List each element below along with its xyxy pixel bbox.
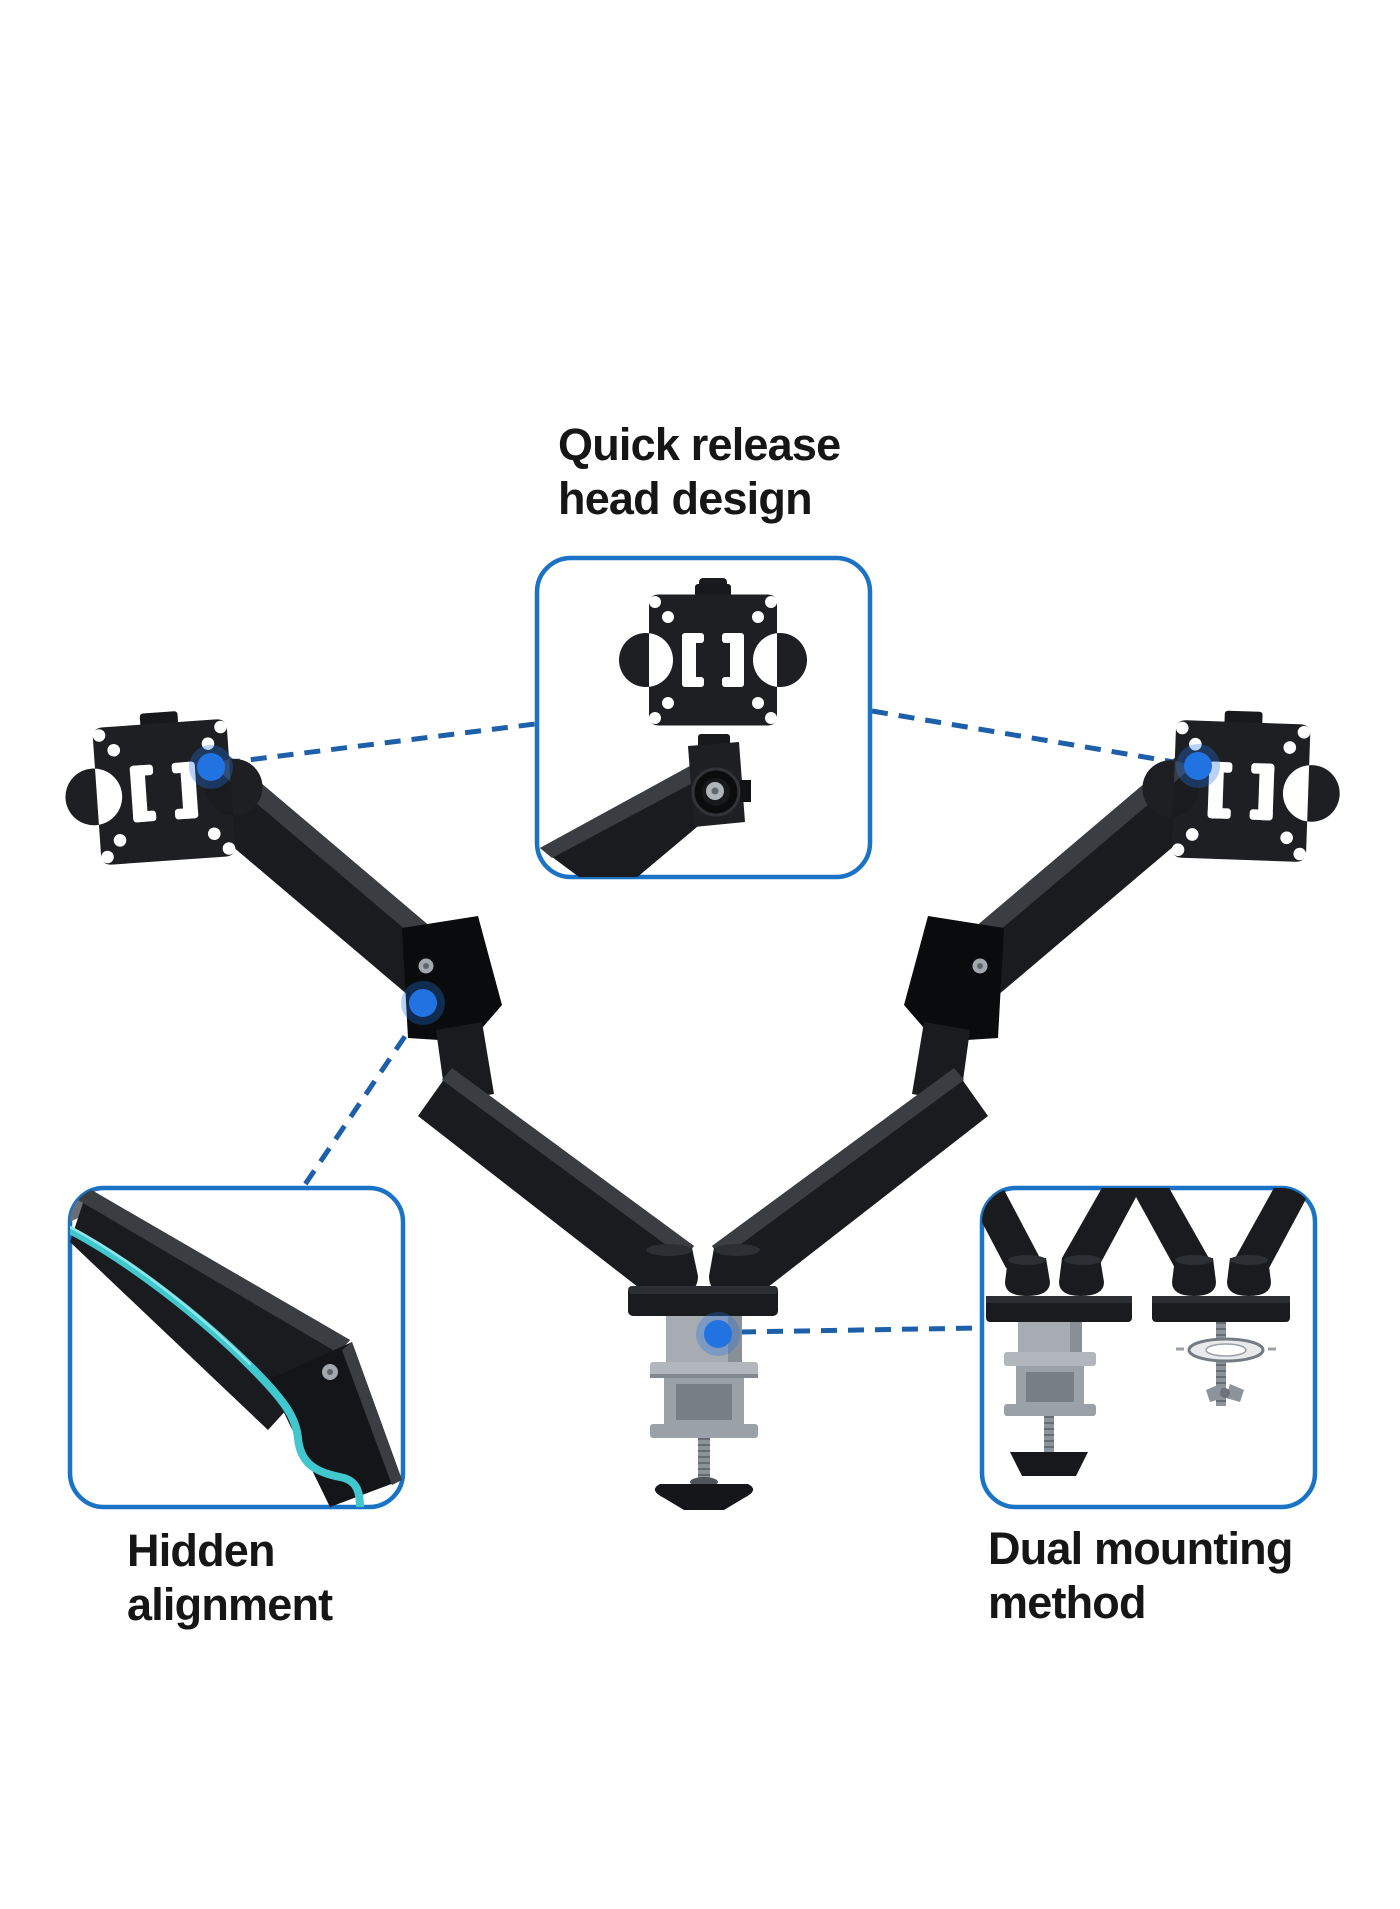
connector-dot (1176, 744, 1220, 788)
dashed-leader-line (223, 721, 536, 766)
grommet-mount-icon (1130, 1188, 1313, 1406)
caption-quick-release: Quick release head design (558, 418, 841, 526)
connector-dots (189, 744, 1220, 1356)
caption-line: Quick release (558, 419, 841, 470)
desk-clamp (628, 1286, 778, 1510)
right-monitor-arm (709, 707, 1343, 1298)
connector-dot (189, 745, 233, 789)
cable-routing-icon (70, 1188, 402, 1507)
vesa-plate-icon (619, 578, 807, 726)
caption-line: Hidden (127, 1525, 276, 1576)
dashed-leader-line (871, 708, 1187, 767)
dashed-leader-lines (223, 708, 1187, 1335)
left-monitor-arm (59, 705, 698, 1298)
callout-box-dual-mounting (979, 1185, 1318, 1510)
quick-release-head-icon (540, 734, 751, 877)
callout-box-hidden-alignment (67, 1185, 406, 1510)
caption-line: Dual mounting (988, 1523, 1293, 1574)
caption-line: method (988, 1577, 1147, 1628)
caption-dual-mounting: Dual mounting method (988, 1522, 1293, 1630)
dashed-leader-line (301, 1012, 423, 1188)
caption-line: head design (558, 473, 813, 524)
caption-line: alignment (127, 1579, 333, 1630)
callout-box-quick-release (534, 555, 873, 880)
connector-dot (401, 981, 445, 1025)
connector-dot (696, 1312, 740, 1356)
caption-hidden-alignment: Hidden alignment (127, 1524, 333, 1632)
dashed-leader-line (739, 1325, 981, 1335)
